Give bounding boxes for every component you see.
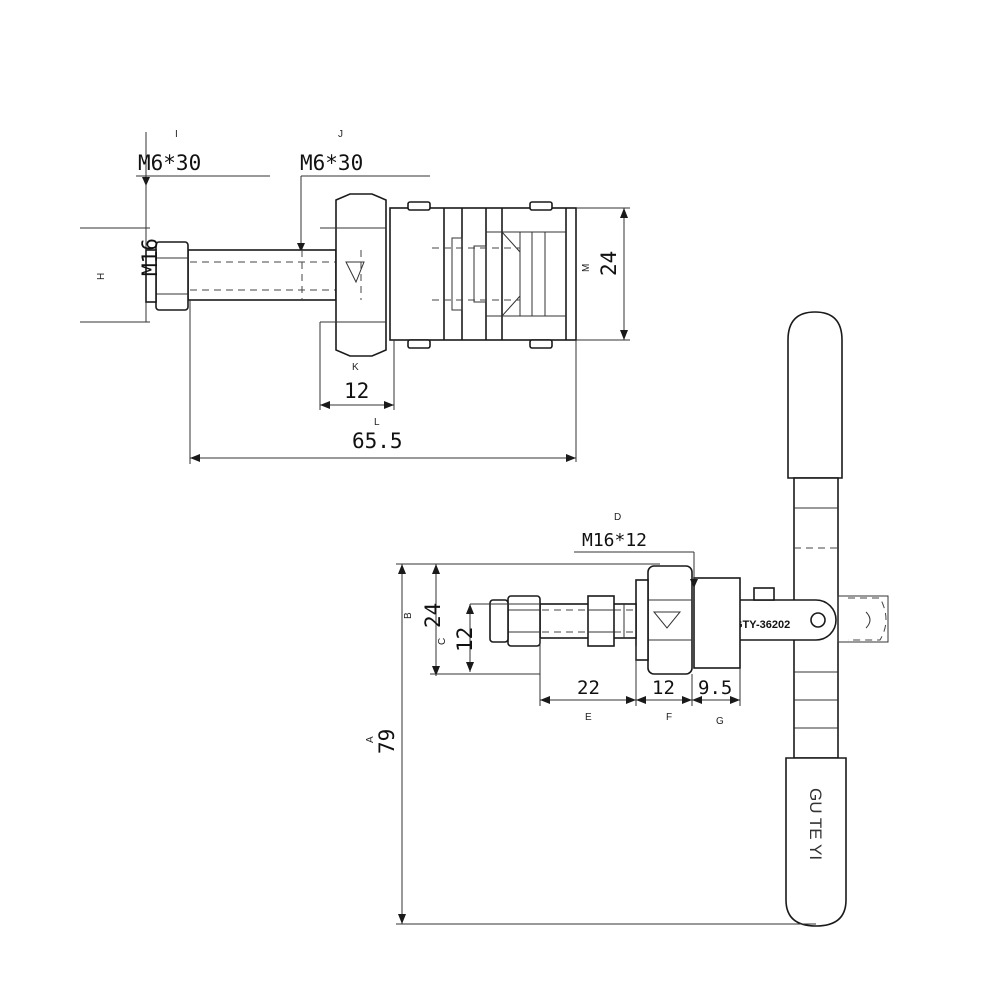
label-f: F [666, 712, 672, 723]
tip-pad [489, 599, 509, 643]
label-j: J [338, 129, 343, 140]
handle-grip-upper [787, 311, 843, 479]
side-view: GU TE YI GTY-36202 [365, 311, 889, 927]
label-a: A [365, 736, 376, 743]
label-e: E [585, 712, 592, 723]
handle-grip-lower [785, 757, 847, 927]
label-h: H [96, 273, 107, 280]
dim-65-5: 65.5 [352, 429, 403, 453]
dim-12-nut: 12 [344, 379, 369, 403]
dim-b-24: 24 [421, 603, 445, 628]
top-view: I M6*30 J M6*30 H M16 M 24 K 12 L 65.5 [80, 129, 630, 464]
label-k: K [352, 362, 359, 373]
dim-e-22: 22 [577, 677, 600, 699]
dim-m16-12: M16*12 [582, 530, 647, 551]
clamp-body [389, 207, 577, 341]
dim-c-12: 12 [453, 627, 477, 652]
plunger-rod [187, 249, 337, 301]
label-g: G [716, 716, 724, 727]
side-hex-nut [647, 565, 693, 675]
label-l: L [374, 417, 380, 428]
dim-a-79: 79 [375, 729, 399, 754]
dim-24-top: 24 [597, 251, 621, 276]
label-c: C [437, 638, 448, 645]
label-b: B [403, 612, 414, 619]
housing [693, 577, 741, 669]
label-m: M [581, 264, 592, 272]
brand-text: GU TE YI [806, 788, 825, 860]
model-label: GTY-36202 [734, 619, 790, 631]
label-d: D [614, 512, 621, 523]
label-i: I [175, 129, 178, 140]
dim-g-9-5: 9.5 [698, 677, 732, 699]
dim-m6-30-left: M6*30 [138, 151, 201, 175]
dim-f-12: 12 [652, 677, 675, 699]
dim-m6-30-mid: M6*30 [300, 151, 363, 175]
dim-m16: M16 [138, 238, 162, 276]
